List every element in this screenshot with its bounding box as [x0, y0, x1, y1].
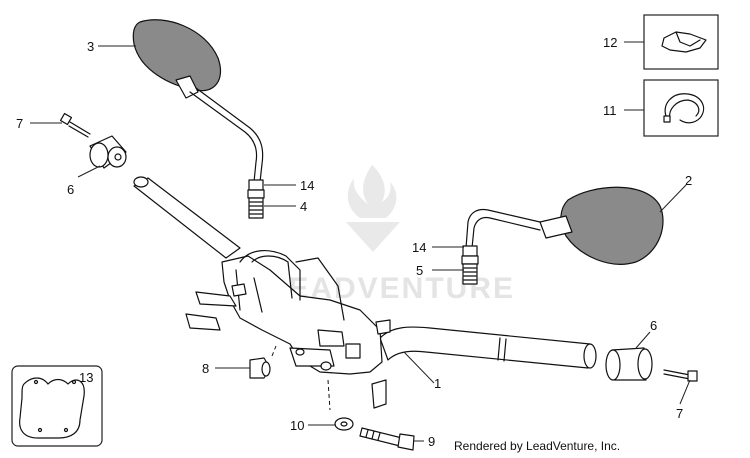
leader-lines: [30, 41, 691, 442]
screw-left: [59, 112, 91, 138]
callout-6-right: 6: [650, 318, 657, 333]
callout-7-left: 7: [16, 116, 23, 131]
bolt-9: [359, 427, 415, 451]
washer-10: [327, 379, 354, 431]
callout-11: 11: [603, 103, 617, 118]
screw-right: [663, 369, 698, 382]
callout-1: 1: [434, 376, 441, 391]
callout-12: 12: [603, 35, 617, 50]
inset-box-13: [11, 365, 103, 447]
callout-7-right: 7: [676, 406, 683, 421]
handlebar: [133, 176, 597, 409]
left-mirror: [132, 19, 265, 219]
credit-text: Rendered by LeadVenture, Inc.: [454, 439, 620, 453]
callout-5: 5: [416, 263, 423, 278]
callout-6-left: 6: [67, 182, 74, 197]
inset-box-12: [643, 14, 719, 70]
callout-2: 2: [685, 173, 692, 188]
callout-14-right: 14: [412, 240, 426, 255]
callout-labels: 3 7 6 14 4 2 14 5 6 7 8 1 10 9 12 11 13: [16, 35, 692, 449]
bar-end-right: [605, 347, 653, 381]
nut-8: [249, 345, 277, 379]
callout-10: 10: [290, 418, 304, 433]
callout-4: 4: [300, 199, 307, 214]
inset-box-11: [643, 79, 719, 137]
callout-13: 13: [79, 370, 93, 385]
bar-end-left: [89, 135, 127, 169]
callout-3: 3: [87, 39, 94, 54]
callout-9: 9: [428, 434, 435, 449]
callout-8: 8: [202, 361, 209, 376]
right-mirror: [461, 186, 664, 285]
callout-14-left: 14: [300, 178, 314, 193]
